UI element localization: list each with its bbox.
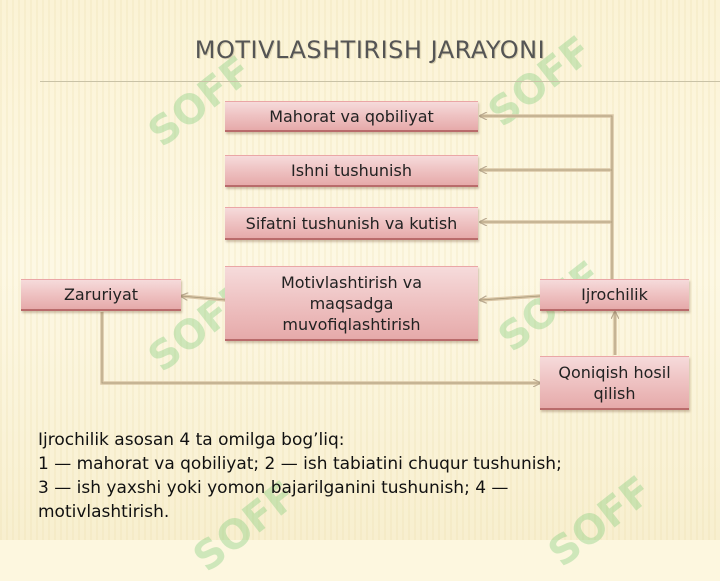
description-text: Ijrochilik asosan 4 ta omilga bog’liq: 1… [38, 428, 678, 524]
node-ijrochilik: Ijrochilik [540, 279, 689, 311]
node-zaruriyat: Zaruriyat [21, 279, 181, 311]
connector-ijrochilik-mahorat [480, 116, 614, 279]
node-label: Sifatni tushunish va kutish [245, 213, 458, 233]
node-sifatni-tushunish: Sifatni tushunish va kutish [225, 207, 478, 240]
node-label: Ishni tushunish [291, 161, 412, 180]
description-line: motivlashtirish. [38, 502, 170, 522]
node-label: Ijrochilik [581, 285, 648, 304]
node-label: Zaruriyat [63, 285, 139, 304]
node-label: Mahorat va qobiliyat [269, 106, 434, 126]
node-ishni-tushunish: Ishni tushunish [225, 155, 478, 187]
diagram-connectors [100, 0, 720, 540]
slide-title: MOTIVLASHTIRISH JARAYONI [194, 36, 546, 64]
description-line: 1 — mahorat va qobiliyat; 2 — ish tabiat… [38, 454, 562, 474]
description-line: 3 — ish yaxshi yoki yomon bajarilganini … [38, 478, 509, 498]
node-mahorat-va-qobiliyat: Mahorat va qobiliyat [225, 101, 478, 132]
title-divider [40, 81, 720, 82]
node-qoniqish-hosil-qilish: Qoniqish hosil qilish [540, 356, 689, 410]
description-line: Ijrochilik asosan 4 ta omilga bog’liq: [38, 430, 345, 450]
node-label: Motivlashtirish va maqsadga muvofiqlasht… [280, 272, 423, 334]
node-label: Qoniqish hosil qilish [558, 362, 671, 403]
node-motivlashtirish: Motivlashtirish va maqsadga muvofiqlasht… [225, 266, 478, 341]
